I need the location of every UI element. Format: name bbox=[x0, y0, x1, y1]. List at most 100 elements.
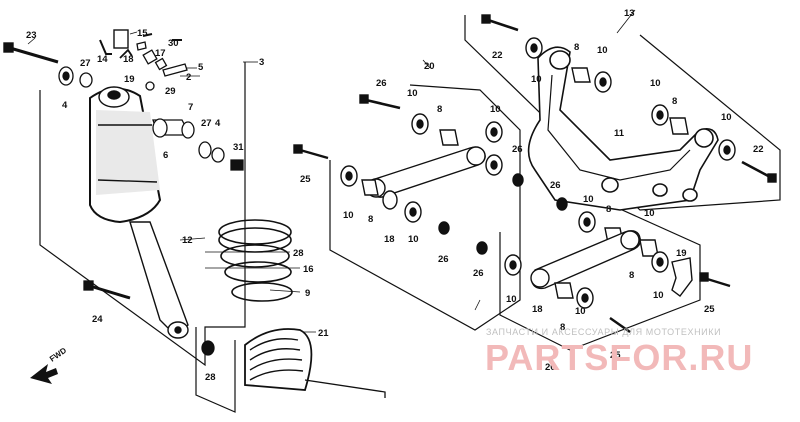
part-ref-10: 10 bbox=[343, 210, 354, 221]
collar-27-top bbox=[79, 72, 93, 88]
part-ref-16: 16 bbox=[303, 264, 314, 275]
part-ref-18: 18 bbox=[123, 54, 134, 65]
bolt-24 bbox=[89, 284, 131, 300]
part-ref-26: 26 bbox=[473, 268, 484, 279]
bolt-26 bbox=[365, 98, 401, 110]
part-ref-10: 10 bbox=[597, 45, 608, 56]
part-ref-10: 10 bbox=[575, 306, 586, 317]
part-ref-25: 25 bbox=[300, 174, 311, 185]
pin-17 bbox=[136, 41, 147, 51]
part-ref-22: 22 bbox=[492, 50, 503, 61]
part-ref-8: 8 bbox=[606, 204, 611, 215]
clip-14 bbox=[119, 48, 133, 59]
link-rod-20-right bbox=[531, 230, 642, 290]
part-ref-3: 3 bbox=[259, 57, 264, 68]
part-ref-8: 8 bbox=[629, 270, 634, 281]
part-ref-27: 27 bbox=[201, 118, 212, 129]
part-ref-13: 13 bbox=[624, 8, 635, 19]
bushing-8-a bbox=[439, 129, 459, 146]
part-ref-10: 10 bbox=[408, 234, 419, 245]
part-ref-26: 26 bbox=[376, 78, 387, 89]
watermark: ЗАПЧАСТИ И АКСЕССУАРЫ ДЛЯ МОТОТЕХНИКИ PA… bbox=[485, 327, 753, 378]
link-group-left bbox=[293, 94, 524, 235]
watermark-caption: ЗАПЧАСТИ И АКСЕССУАРЫ ДЛЯ МОТОТЕХНИКИ bbox=[486, 327, 721, 337]
part-ref-7: 7 bbox=[188, 102, 193, 113]
part-ref-22: 22 bbox=[753, 144, 764, 155]
bushing-8-b bbox=[361, 179, 379, 196]
bolt-22-right bbox=[741, 160, 773, 180]
part-ref-31: 31 bbox=[233, 142, 244, 153]
part-ref-5: 5 bbox=[198, 62, 204, 73]
part-ref-14: 14 bbox=[97, 54, 108, 65]
bolt-25-bottom bbox=[609, 317, 631, 333]
cushion-arm-11 bbox=[527, 46, 719, 211]
part-ref-20: 20 bbox=[424, 61, 435, 72]
part-ref-2: 2 bbox=[186, 72, 191, 83]
clip-2 bbox=[154, 57, 168, 71]
part-ref-8: 8 bbox=[437, 104, 442, 115]
part-ref-10: 10 bbox=[644, 208, 655, 219]
leader-lines bbox=[27, 9, 636, 333]
nut-26-b bbox=[438, 221, 450, 235]
part-ref-10: 10 bbox=[407, 88, 418, 99]
fwd-direction-marker: FWD bbox=[30, 346, 68, 384]
part-ref-8: 8 bbox=[672, 96, 677, 107]
part-ref-8: 8 bbox=[560, 322, 565, 333]
part-ref-8: 8 bbox=[368, 214, 373, 225]
part-ref-20: 20 bbox=[545, 362, 556, 373]
arm-group-outline bbox=[464, 15, 781, 211]
part-ref-21: 21 bbox=[318, 328, 329, 339]
part-ref-9: 9 bbox=[305, 288, 310, 299]
part-ref-10: 10 bbox=[531, 74, 542, 85]
part-ref-15: 15 bbox=[137, 28, 148, 39]
pin-19 bbox=[142, 49, 158, 65]
nut-26-d bbox=[476, 241, 488, 255]
part-ref-4: 4 bbox=[62, 100, 68, 111]
bushing-8-f bbox=[554, 282, 574, 299]
part-ref-17: 17 bbox=[155, 48, 166, 59]
ring-28 bbox=[220, 244, 290, 268]
part-ref-30: 30 bbox=[168, 38, 179, 49]
nut-26-c bbox=[556, 197, 568, 211]
arm-hardware bbox=[481, 14, 777, 183]
part-ref-26: 26 bbox=[512, 144, 523, 155]
part-ref-8: 8 bbox=[574, 42, 579, 53]
part-ref-26: 26 bbox=[550, 180, 561, 191]
fwd-arrow-icon bbox=[30, 364, 58, 384]
part-ref-10: 10 bbox=[490, 104, 501, 115]
part-ref-12: 12 bbox=[182, 235, 193, 246]
part-ref-10: 10 bbox=[583, 194, 594, 205]
bolt-5 bbox=[162, 63, 188, 77]
part-ref-19: 19 bbox=[676, 248, 687, 259]
ring-16 bbox=[224, 261, 292, 283]
part-ref-28: 28 bbox=[205, 372, 216, 383]
part-ref-10: 10 bbox=[650, 78, 661, 89]
screw-30 bbox=[142, 33, 153, 37]
collar-18 bbox=[382, 190, 398, 210]
part-ref-19: 19 bbox=[124, 74, 135, 85]
washer-4-lower bbox=[211, 147, 225, 163]
rear-shock-absorber bbox=[3, 29, 189, 339]
ring-12 bbox=[218, 219, 292, 245]
part-ref-23: 23 bbox=[26, 30, 37, 41]
fwd-label: FWD bbox=[48, 346, 68, 364]
link-group-right-outline bbox=[499, 199, 701, 351]
part-ref-10: 10 bbox=[653, 290, 664, 301]
part-ref-25: 25 bbox=[610, 350, 621, 361]
part-ref-27: 27 bbox=[80, 58, 91, 69]
shock-hardware bbox=[58, 33, 244, 356]
part-ref-26: 26 bbox=[438, 254, 449, 265]
part-ref-4: 4 bbox=[215, 118, 221, 129]
reference-numbers: 23 15 30 17 14 18 3 5 27 19 2 29 4 7 27 … bbox=[26, 8, 764, 383]
part-ref-25: 25 bbox=[704, 304, 715, 315]
nut-31 bbox=[230, 159, 244, 171]
spring-group-outline bbox=[195, 327, 236, 413]
washer-29 bbox=[145, 81, 155, 91]
part-ref-10: 10 bbox=[721, 112, 732, 123]
watermark-brand: PARTSFOR.RU bbox=[485, 337, 753, 378]
bracket-19 bbox=[671, 257, 693, 297]
part-ref-28: 28 bbox=[293, 248, 304, 259]
bolt-22-top bbox=[487, 18, 519, 32]
